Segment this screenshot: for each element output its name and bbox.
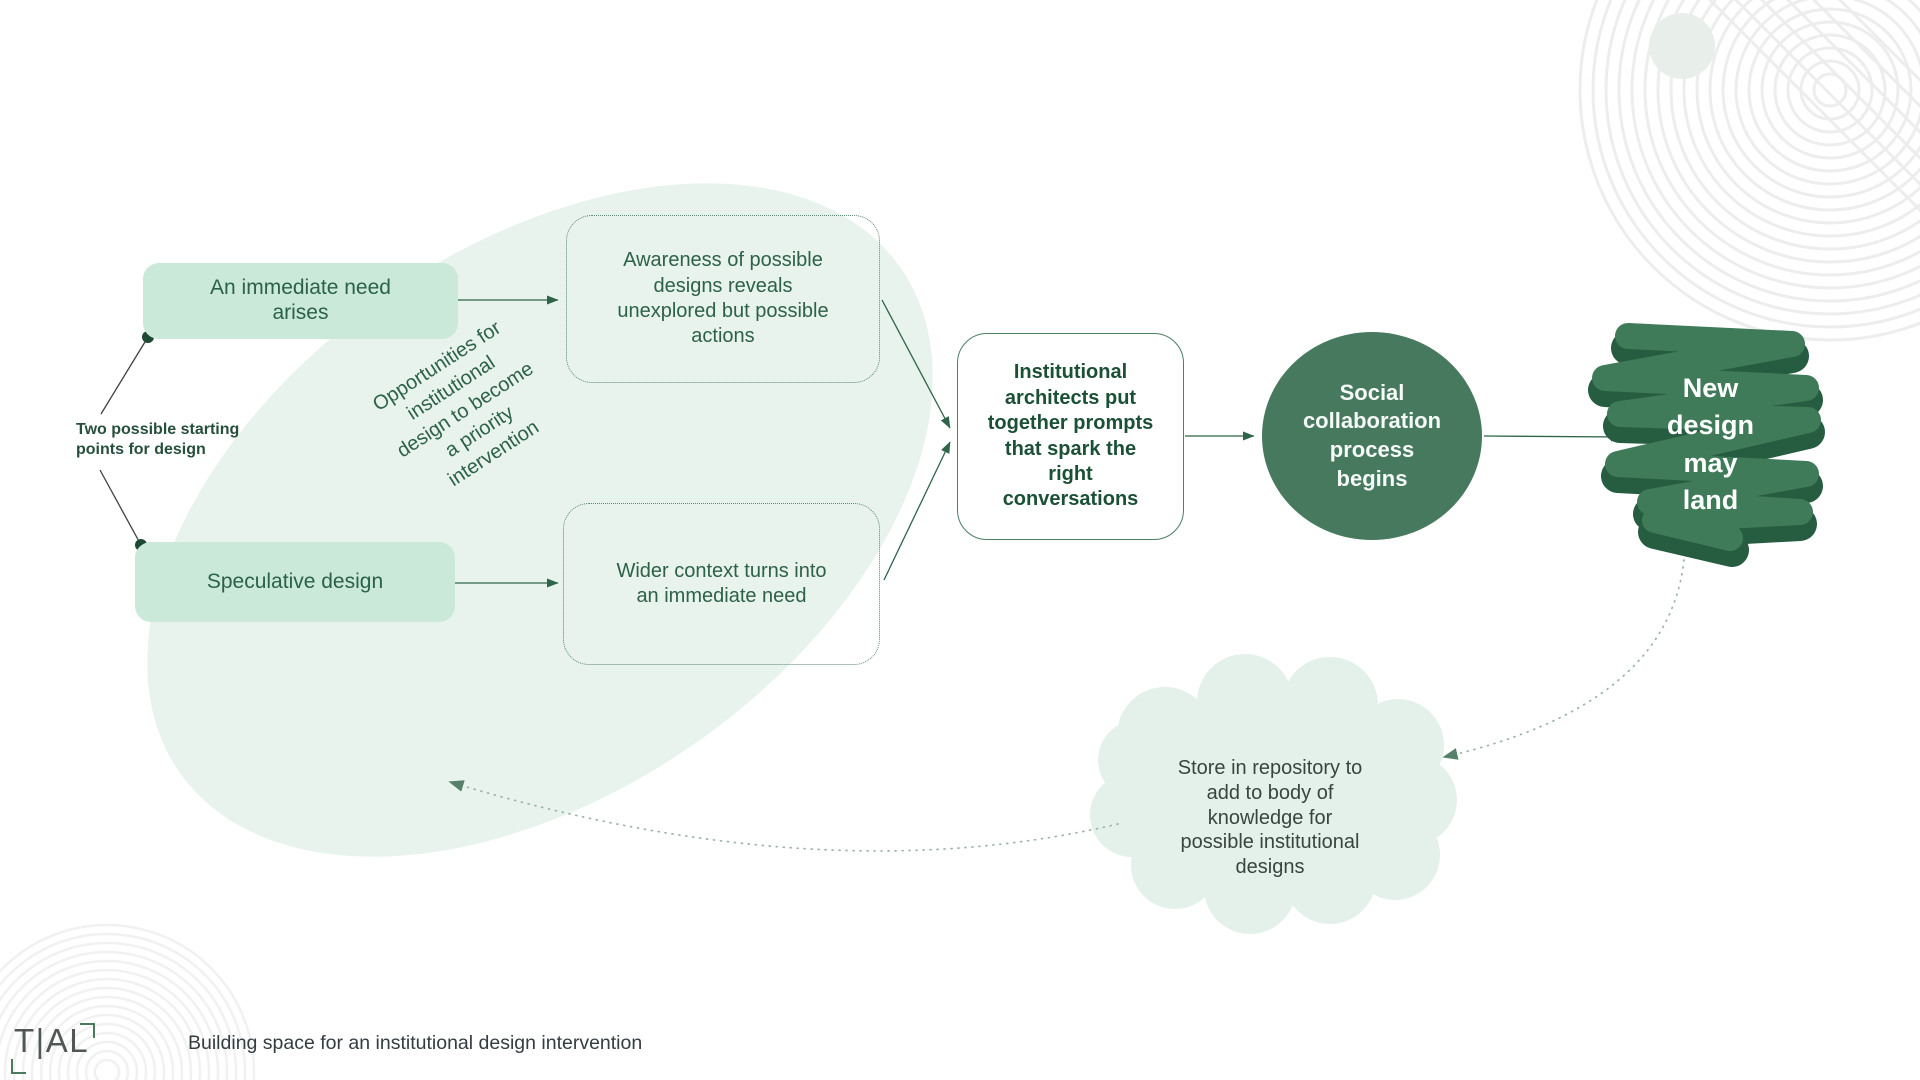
node-repository: Store in repository to add to body of kn… [1177,757,1363,879]
node-immediate-need: An immediate need arises [143,263,458,339]
logo-bracket-bottom-left-icon [11,1059,26,1074]
node-new-design: New design may land [1666,373,1754,515]
starting-points-label: Two possible starting points for design [76,421,240,459]
rings-decoration-top-right [1578,0,1920,342]
slide-caption: Building space for an institutional desi… [188,1032,643,1054]
node-social-collaboration: Social collaboration process begins [1262,332,1482,540]
starting-point-connectors [99,336,149,546]
tial-logo: T|AL [14,1022,90,1059]
pale-circle-decoration [1649,13,1715,79]
logo-bracket-top-right-icon [80,1023,95,1038]
node-speculative-design: Speculative design [135,542,455,622]
node-awareness: Awareness of possible designs reveals un… [566,215,880,383]
cloud-shape [1090,654,1457,934]
node-wider-context: Wider context turns into an immediate ne… [563,503,880,665]
scribble-shape [1588,323,1825,567]
node-institutional-architects: Institutional architects put together pr… [957,333,1184,540]
background-ellipse [147,183,933,857]
flow-arrows [455,295,1623,588]
